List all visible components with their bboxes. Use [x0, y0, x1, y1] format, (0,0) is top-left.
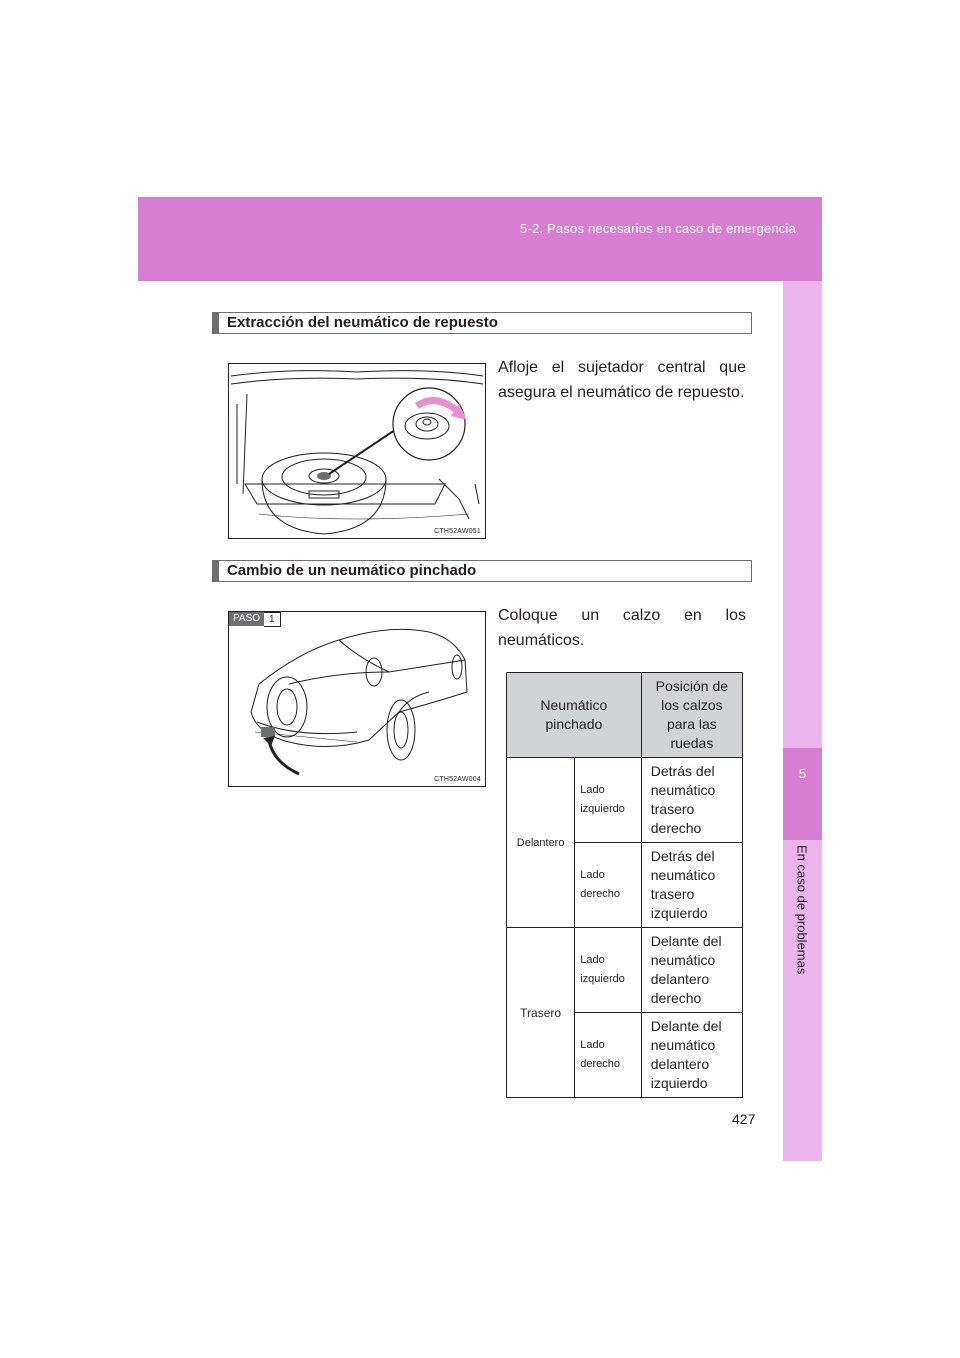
heading-marker	[213, 561, 219, 581]
chock-position: Detrás del neumático trasero derecho	[640, 757, 744, 843]
section-title: Cambio de un neumático pinchado	[227, 562, 477, 579]
chock-position: Delante del neumático delantero derecho	[640, 927, 744, 1013]
chock-position: Delante del neumático delantero izquierd…	[640, 1012, 744, 1098]
chapter-section-title: 5-2. Pasos necesarios en caso de emergen…	[520, 221, 796, 236]
chapter-side-strip	[783, 281, 822, 1161]
table-row: Lado derecho Detrás del neumático traser…	[507, 842, 744, 928]
section-heading-flat-tire: Cambio de un neumático pinchado	[212, 560, 752, 582]
step-number: 1	[264, 612, 281, 627]
car-drawing	[250, 628, 468, 776]
tire-side: Lado izquierdo	[574, 927, 642, 1013]
table-row: Lado derecho Delante del neumático delan…	[507, 1012, 744, 1098]
table-row: Delantero Lado izquierdo Detrás del neum…	[505, 757, 744, 928]
heading-marker	[213, 313, 219, 333]
step-label: PASO	[229, 612, 265, 626]
table-row: Trasero Lado izquierdo Delante del neumá…	[505, 927, 744, 1098]
step-badge: PASO 1	[229, 612, 281, 627]
spare-tire-drawing	[230, 370, 484, 535]
table-header: Neumático pinchado	[506, 672, 642, 758]
tire-position: Delantero	[505, 757, 576, 928]
instruction-text: Coloque un calzo en los neumáticos.	[498, 607, 746, 649]
chapter-tab	[783, 748, 822, 840]
tire-side: Lado derecho	[574, 1012, 642, 1098]
wheel-chock-table: Neumático pinchado Posición de los calzo…	[505, 672, 744, 1098]
section-heading-spare-removal: Extracción del neumático de repuesto	[212, 312, 752, 334]
figure-code: CTH52AW004	[434, 776, 481, 783]
spare-tire-illustration: CTH52AW051	[228, 363, 486, 539]
wheel-chock-illustration: PASO 1 CTH52AW004	[228, 611, 486, 787]
table-header: Posición de los calzos para las ruedas	[640, 672, 744, 758]
instruction-text: Afloje el sujetador central que asegura …	[498, 359, 746, 401]
page-number: 427	[732, 1111, 756, 1127]
figure-code: CTH52AW051	[434, 528, 481, 535]
chock-position: Detrás del neumático trasero izquierdo	[640, 842, 744, 928]
header-bar: 5-2. Pasos necesarios en caso de emergen…	[138, 197, 822, 281]
chapter-label: En caso de problemas	[794, 845, 810, 975]
tire-side: Lado izquierdo	[574, 757, 642, 843]
section-title: Extracción del neumático de repuesto	[227, 314, 498, 331]
chapter-number: 5	[798, 766, 807, 781]
tire-side: Lado derecho	[574, 842, 642, 928]
table-header-row: Neumático pinchado Posición de los calzo…	[506, 672, 744, 758]
tire-position: Trasero	[505, 927, 576, 1098]
chapter-label-wrap: En caso de problemas	[784, 845, 820, 975]
